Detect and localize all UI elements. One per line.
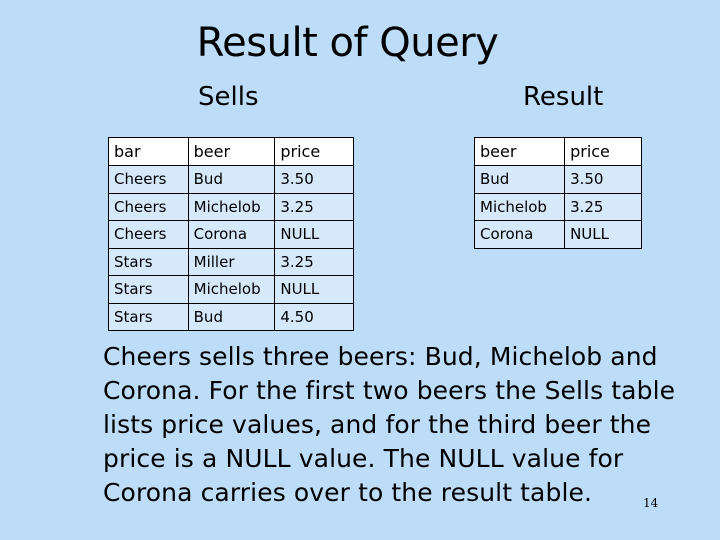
result-cell: Corona	[473, 220, 566, 249]
sells-cell: Cheers	[108, 220, 189, 249]
sells-cell: Stars	[108, 302, 189, 331]
sells-cell: 3.25	[274, 192, 354, 221]
sells-cell: NULL	[274, 275, 354, 304]
result-cell: Bud	[473, 165, 566, 194]
result-cell: Michelob	[473, 192, 566, 221]
result-cell: 3.25	[564, 192, 642, 221]
sells-cell: Cheers	[108, 165, 189, 194]
result-cell: 3.50	[564, 165, 642, 194]
sells-table-row: Stars Bud 4.50	[108, 302, 354, 331]
sells-table-row: Cheers Bud 3.50	[108, 165, 354, 194]
sells-table-row: Cheers Michelob 3.25	[108, 192, 354, 221]
sells-table-caption: Sells	[198, 82, 259, 112]
sells-table-row: Stars Michelob NULL	[108, 275, 354, 304]
sells-cell: Miller	[187, 247, 276, 276]
sells-cell: Corona	[187, 220, 276, 249]
page-number: 14	[643, 496, 659, 510]
sells-cell: 3.50	[274, 165, 354, 194]
sells-header-cell: bar	[108, 137, 189, 166]
result-table: beer price Bud 3.50 Michelob 3.25 Corona…	[473, 137, 642, 249]
result-header-row: beer price	[473, 137, 642, 166]
sells-cell: Cheers	[108, 192, 189, 221]
result-cell: NULL	[564, 220, 642, 249]
result-table-row: Bud 3.50	[473, 165, 642, 194]
sells-header-row: bar beer price	[108, 137, 354, 166]
result-table-caption: Result	[523, 82, 604, 112]
sells-cell: Bud	[187, 165, 276, 194]
sells-cell: 3.25	[274, 247, 354, 276]
sells-table: bar beer price Cheers Bud 3.50 Cheers Mi…	[108, 137, 354, 331]
result-header-cell: price	[564, 137, 642, 166]
sells-cell: 4.50	[274, 302, 354, 331]
sells-cell: Bud	[187, 302, 276, 331]
slide-title: Result of Query	[196, 20, 499, 66]
sells-table-row: Stars Miller 3.25	[108, 247, 354, 276]
sells-table-row: Cheers Corona NULL	[108, 220, 354, 249]
sells-cell: NULL	[274, 220, 354, 249]
explanation-text: Cheers sells three beers: Bud, Michelob …	[103, 342, 676, 507]
sells-header-cell: beer	[187, 137, 276, 166]
sells-cell: Stars	[108, 275, 189, 304]
sells-cell: Stars	[108, 247, 189, 276]
result-header-cell: beer	[473, 137, 566, 166]
result-table-row: Michelob 3.25	[473, 192, 642, 221]
result-table-row: Corona NULL	[473, 220, 642, 249]
sells-cell: Michelob	[187, 192, 276, 221]
sells-cell: Michelob	[187, 275, 276, 304]
sells-header-cell: price	[274, 137, 354, 166]
